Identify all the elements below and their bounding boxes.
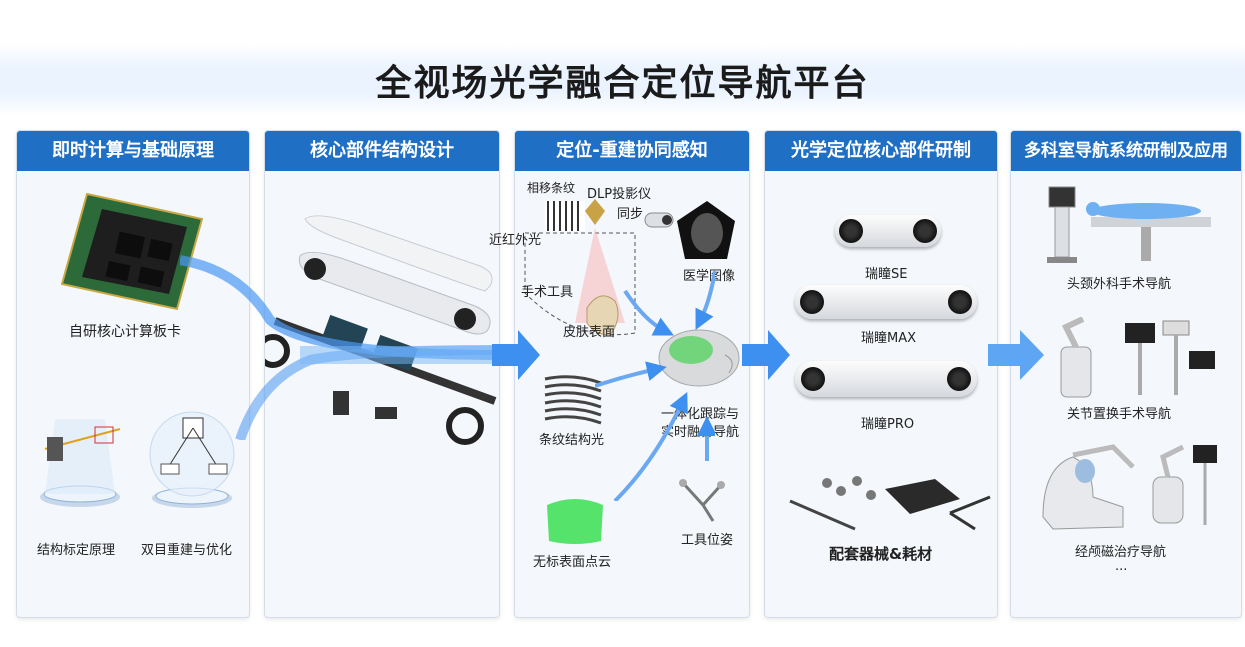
projection-scene: [524, 228, 636, 336]
stereo-label: 双目重建与优化: [141, 543, 233, 558]
calibration-diagram: [40, 419, 121, 507]
arrow-right-icon: [492, 330, 540, 380]
joint-nav-image: [1060, 317, 1215, 398]
panel-computing: 即时计算与基础原理 自研核心计算板卡 结构标定原理 双目重建与优化: [16, 130, 250, 618]
convergence-arrows: [595, 271, 715, 501]
lens-icon: [947, 367, 971, 391]
device-se-image: [835, 215, 941, 247]
sync-label: 同步: [617, 207, 644, 222]
dlp-label: DLP投影仪: [587, 187, 652, 202]
panel-heading: 核心部件结构设计: [265, 131, 499, 171]
skin-label: 皮肤表面: [563, 325, 616, 340]
flow-streams: [180, 255, 501, 440]
medical-image-icon: [677, 201, 735, 259]
head-model-image: [658, 329, 740, 387]
panel-heading: 定位-重建协同感知: [515, 131, 749, 171]
pro-label: 瑞瞳PRO: [861, 417, 915, 432]
panel-heading: 多科室导航系统研制及应用: [1011, 131, 1241, 171]
neuro-nav-image: [1047, 186, 1211, 263]
pose-label: 工具位姿: [681, 533, 734, 548]
lens-icon: [839, 219, 863, 243]
panel-core-components: 光学定位核心部件研制 瑞瞳SE 瑞瞳MAX 瑞瞳PRO 配套器械&耗材: [764, 130, 998, 618]
fringe-surface-icon: [544, 375, 602, 425]
lens-icon: [801, 367, 825, 391]
medical-label: 医学图像: [683, 269, 736, 284]
lens-icon: [800, 290, 824, 314]
panel-heading: 即时计算与基础原理: [17, 131, 249, 171]
joint-label: 关节置换手术导航: [1067, 407, 1172, 422]
neuro-label: 头颈外科手术导航: [1067, 277, 1172, 292]
phase-fringe-label: 相移条纹: [527, 181, 576, 195]
panel-heading: 光学定位核心部件研制: [765, 131, 997, 171]
point-cloud-icon: [547, 499, 603, 544]
tms-label: 经颅磁治疗导航: [1075, 545, 1167, 560]
pointcloud-label: 无标表面点云: [533, 555, 612, 570]
lens-icon: [913, 219, 937, 243]
nir-label: 近红外光: [489, 233, 542, 248]
fringe-label: 条纹结构光: [539, 433, 605, 448]
tms-nav-image: [1042, 444, 1217, 530]
title-band: [0, 44, 1245, 116]
se-label: 瑞瞳SE: [865, 267, 908, 282]
device-pro-image: [795, 361, 977, 397]
panel-structure: 核心部件结构设计: [264, 130, 500, 618]
panel-perception: 定位-重建协同感知 相移条纹 DLP投影仪 同步 近红外光 医学图像 手术工具 …: [489, 130, 750, 618]
tool-pose-icon: [679, 479, 725, 522]
page-title: 全视场光学融合定位导航平台: [375, 63, 870, 104]
tool-label: 手术工具: [521, 285, 574, 300]
more-label: ...: [1115, 559, 1128, 574]
fringe-pattern-icon: [545, 201, 585, 231]
arrow-right-icon: [742, 330, 790, 380]
max-label: 瑞瞳MAX: [861, 331, 917, 346]
projector-icon: [585, 199, 605, 225]
camera-icon: [644, 212, 674, 228]
stereo-diagram: [149, 411, 235, 508]
arrow-right-icon: [988, 330, 1044, 380]
calib-label: 结构标定原理: [37, 543, 116, 558]
panel-applications: 多科室导航系统研制及应用 头颈外科手术导航 关节置换手术导航 经颅磁治疗导航 .…: [1010, 130, 1242, 618]
board-label: 自研核心计算板卡: [69, 324, 181, 340]
computing-board-image: [60, 192, 204, 311]
device-max-image: [795, 285, 977, 319]
lens-icon: [948, 290, 972, 314]
accessories-image: [789, 476, 991, 531]
accessories-label: 配套器械&耗材: [829, 545, 933, 563]
